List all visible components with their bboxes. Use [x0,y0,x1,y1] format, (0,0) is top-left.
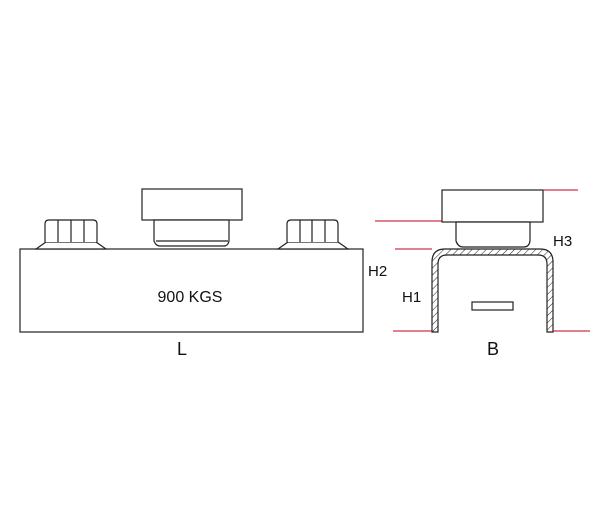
left-bolt [34,219,108,250]
neck [153,219,230,247]
right-bolt [276,219,350,250]
h1-label: H1 [402,289,421,306]
dimension-lines [375,189,590,332]
end-top-cap [441,189,544,223]
base-body [19,248,364,333]
hatched-channel-wall [431,248,554,333]
slot [471,301,514,311]
weight-label: 900 KGS [158,289,223,306]
h2-label: H2 [368,263,387,280]
h3-label: H3 [553,233,572,250]
side-view [19,188,364,333]
length-label: L [177,339,187,359]
top-cap [141,188,243,221]
end-neck [455,221,531,248]
breadth-label: B [487,339,499,359]
end-view [431,189,554,333]
